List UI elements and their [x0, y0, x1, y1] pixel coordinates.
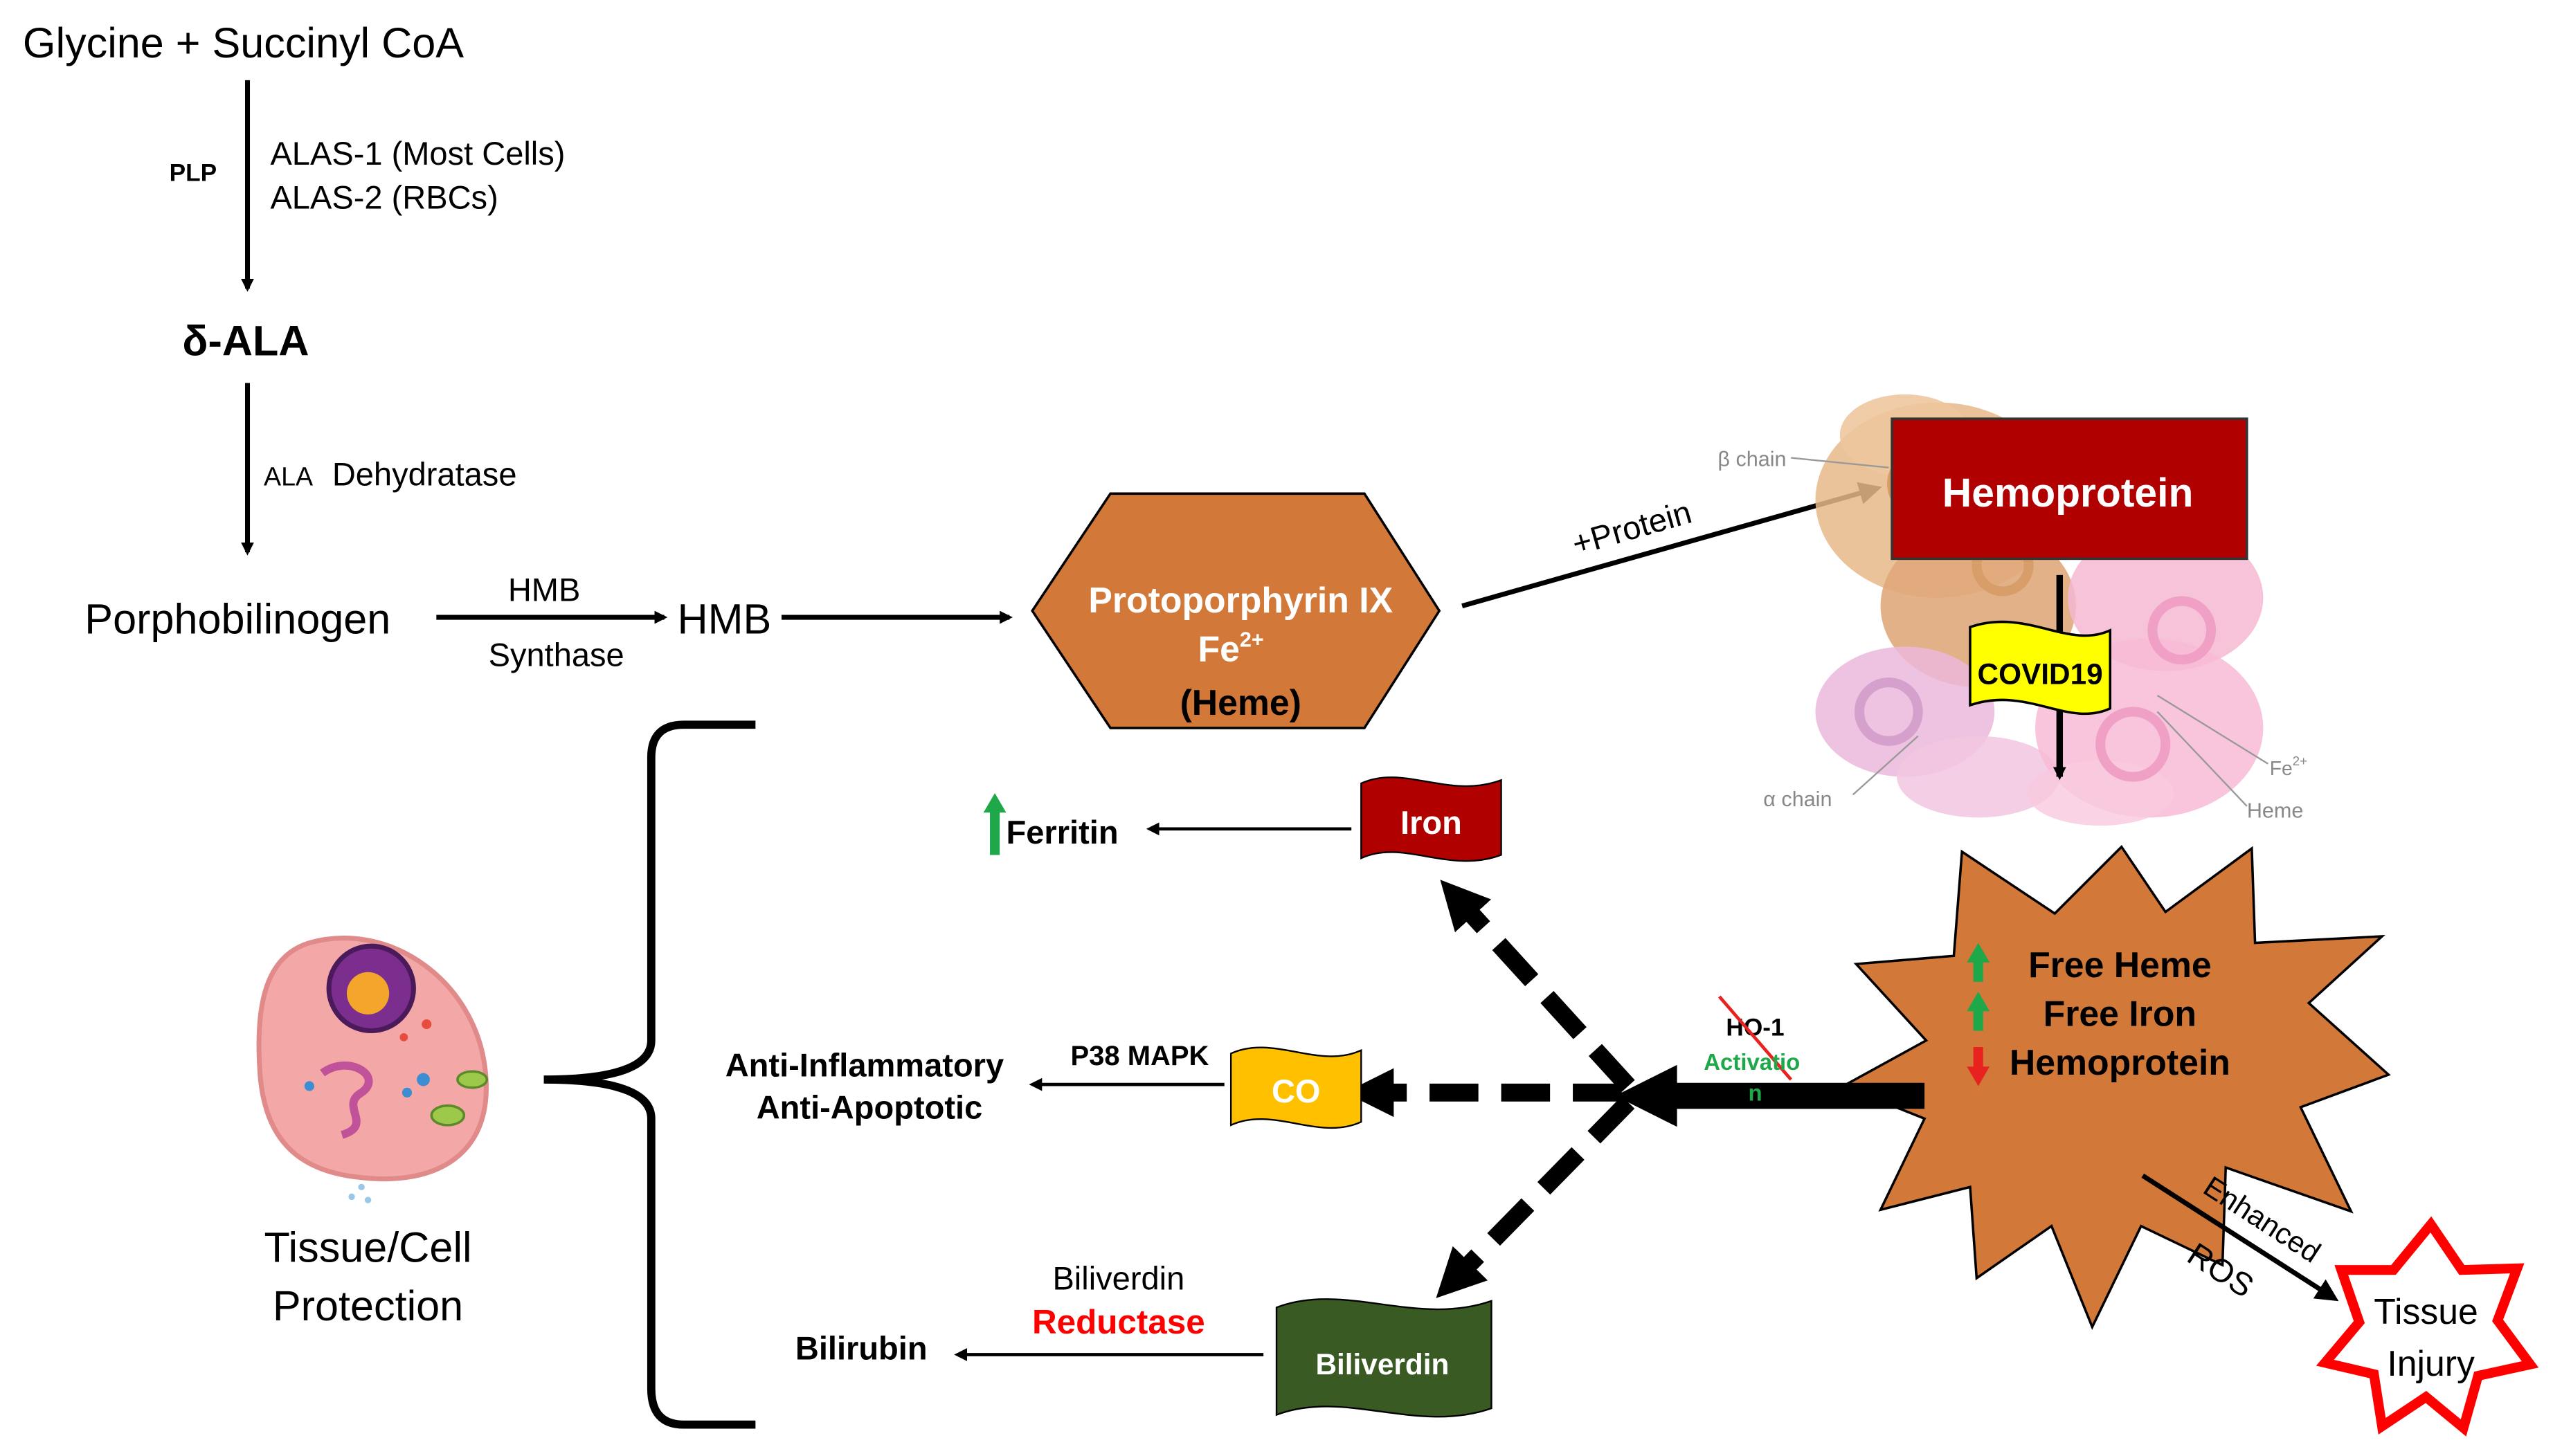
up-arrow-ferritin — [983, 793, 1007, 855]
plp-cofactor-label: PLP — [170, 160, 217, 187]
free-iron-label: Free Iron — [2044, 993, 2196, 1033]
iron-flag — [1360, 776, 1502, 862]
protein-edge-label: +Protein — [1568, 493, 1695, 563]
co-flag — [1229, 1046, 1362, 1129]
delta-ala-label: δ-ALA — [182, 317, 309, 364]
tissue-cell-protection-line2: Protection — [273, 1282, 463, 1329]
tissue-injury-line2: Injury — [2387, 1343, 2475, 1383]
ho1-activation-arrow — [1615, 1064, 1925, 1127]
porphobilinogen-label: Porphobilinogen — [84, 596, 390, 643]
hemoprotein-box — [1891, 417, 2248, 561]
heme-small-label: Heme — [2247, 799, 2304, 822]
free-heme-label: Free Heme — [2028, 945, 2212, 985]
heme-hexagon — [1031, 492, 1441, 729]
hmb-synthase-bottom-label: Synthase — [489, 637, 624, 673]
biliverdin-flag — [1275, 1298, 1492, 1418]
alas2-enzyme-label: ALAS-2 (RBCs) — [270, 179, 498, 216]
ala-dehydratase-label: Dehydratase — [332, 456, 517, 493]
ala-dehydratase-prefix: ALA — [264, 462, 314, 491]
down-arrow-hemoprotein — [1967, 1047, 1990, 1086]
up-arrow-free-iron — [1967, 992, 1990, 1031]
heme-line2: Fe2+ — [1198, 628, 1264, 668]
alas1-enzyme-label: ALAS-1 (Most Cells) — [270, 135, 565, 172]
arrow-heme-to-hemoprotein — [1461, 482, 1882, 608]
biliverdin-reductase-line2: Reductase — [1032, 1303, 1205, 1341]
hmb-synthase-top-label: HMB — [508, 572, 581, 608]
alpha-chain-label: α chain — [1763, 788, 1832, 811]
co-label: CO — [1272, 1073, 1321, 1109]
hemoprotein-title: Hemoprotein — [1942, 471, 2194, 516]
heme-line1: Protoporphyrin IX — [1088, 580, 1393, 620]
star-hemoprotein-label: Hemoprotein — [2010, 1042, 2230, 1082]
grouping-brace — [543, 720, 756, 1429]
ho1-strike — [1717, 995, 1793, 1081]
glycine-succinyl-coa-label: Glycine + Succinyl CoA — [23, 19, 464, 66]
anti-inflammatory-label: Anti-Inflammatory — [725, 1046, 1004, 1083]
tissue-injury-line1: Tissue — [2374, 1291, 2478, 1331]
ferritin-label: Ferritin — [1007, 814, 1119, 850]
biliverdin-label: Biliverdin — [1315, 1348, 1449, 1381]
activation-label-a: Activatio — [1704, 1049, 1800, 1075]
heme-line3: (Heme) — [1180, 682, 1301, 722]
anti-apoptotic-label: Anti-Apoptotic — [757, 1089, 983, 1125]
bilirubin-label: Bilirubin — [795, 1330, 928, 1367]
dashed-arrow-to-iron — [1440, 880, 1635, 1093]
activation-label-b: n — [1748, 1080, 1762, 1106]
fe-label: Fe2+ — [2270, 754, 2307, 779]
covid19-label: COVID19 — [1978, 657, 2103, 690]
hmb-label: HMB — [677, 596, 771, 643]
biliverdin-reductase-line1: Biliverdin — [1052, 1259, 1184, 1296]
iron-label: Iron — [1400, 804, 1462, 841]
p38-mapk-label: P38 MAPK — [1070, 1041, 1209, 1071]
dashed-arrow-to-biliverdin — [1436, 1095, 1635, 1298]
tissue-cell-protection-line1: Tissue/Cell — [264, 1223, 471, 1271]
covid19-flag — [1969, 620, 2112, 716]
beta-chain-label: β chain — [1717, 447, 1786, 471]
tissue-injury-star — [2316, 1216, 2539, 1437]
cell-illustration — [256, 936, 489, 1203]
arrow-ros-to-tissue-injury — [2141, 1173, 2339, 1302]
